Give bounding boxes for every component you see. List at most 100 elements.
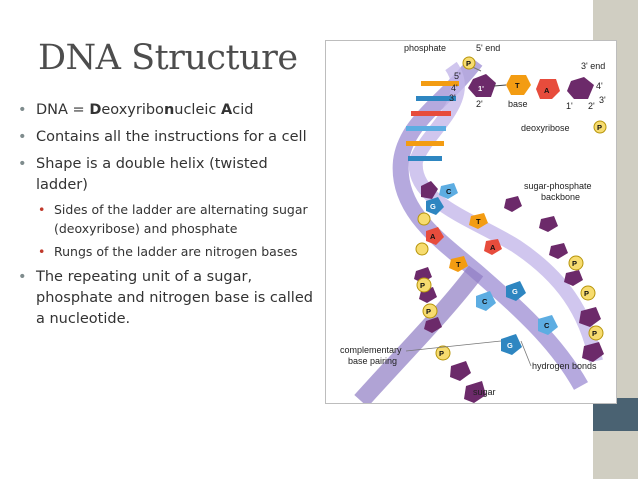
label-sugar-phosphate: sugar-phosphate xyxy=(524,181,592,191)
label-p-phosphate: P xyxy=(420,281,425,290)
bullet-shape: Shape is a double helix (twisted ladder) xyxy=(18,154,318,196)
leader-line xyxy=(520,340,532,367)
phosphate xyxy=(435,345,451,361)
base-adenine xyxy=(536,79,560,99)
label-t-3: T xyxy=(456,260,461,269)
label-3-prime: 3' xyxy=(449,93,456,103)
label-4-prime-right: 4' xyxy=(596,81,603,91)
label-2-prime: 2' xyxy=(476,99,483,109)
label-3-prime-right: 3' xyxy=(599,95,606,105)
label-5-end: 5' end xyxy=(476,43,500,53)
label-phosphate: phosphate xyxy=(404,43,446,53)
bullet-text: ucleic xyxy=(174,102,221,118)
base-guanine xyxy=(426,197,444,215)
bold-letter-d: D xyxy=(89,102,102,118)
sugar xyxy=(579,307,601,327)
rung xyxy=(406,126,446,131)
bullet-nucleotide: The repeating unit of a sugar, phosphate… xyxy=(18,267,318,330)
bullet-dna-definition: DNA = Deoxyribonucleic Acid xyxy=(18,100,318,121)
label-g: G xyxy=(430,202,436,211)
label-p-phosphate: P xyxy=(584,289,589,298)
label-backbone: backbone xyxy=(541,192,580,202)
rung xyxy=(411,111,451,116)
top-helix-rungs xyxy=(406,81,459,161)
phosphate xyxy=(416,277,432,293)
rung xyxy=(421,81,459,86)
dna-diagram: phosphate 5' end 3' end P 5' 4' 3' 1' 2'… xyxy=(325,40,617,404)
label-2-prime-right: 2' xyxy=(588,101,595,111)
sugar xyxy=(424,317,442,333)
phosphate xyxy=(580,285,596,301)
label-c-2: C xyxy=(482,297,488,306)
phosphate xyxy=(415,242,429,256)
base-guanine-2 xyxy=(506,281,526,301)
label-p: P xyxy=(466,59,471,68)
backbone-sugars xyxy=(414,196,604,403)
phosphate-circle-right xyxy=(593,120,607,134)
nucleotide-detail: phosphate 5' end 3' end P 5' 4' 3' 1' 2'… xyxy=(404,43,607,134)
label-5-prime: 5' xyxy=(454,71,461,81)
bullet-text: cid xyxy=(232,102,254,118)
bond-line xyxy=(493,84,507,87)
label-base-pairing: base pairing xyxy=(348,356,397,366)
label-t-2: T xyxy=(476,217,481,226)
base-thymine-3 xyxy=(449,256,468,272)
sugar-pentagon xyxy=(468,74,496,97)
base-cytosine-3 xyxy=(538,315,558,335)
sugar xyxy=(421,181,438,199)
backbone-strand-3 xyxy=(354,265,484,403)
dna-diagram-svg: phosphate 5' end 3' end P 5' 4' 3' 1' 2'… xyxy=(340,43,607,403)
label-3-end: 3' end xyxy=(581,61,605,71)
bold-letter-a: A xyxy=(221,102,233,118)
subbullet-sides: Sides of the ladder are alternating suga… xyxy=(18,200,318,238)
label-c: C xyxy=(446,187,452,196)
bullet-text: DNA = xyxy=(36,102,90,118)
phosphate-circle xyxy=(462,56,476,70)
phosphate xyxy=(588,325,604,341)
rung xyxy=(416,96,456,101)
sugar xyxy=(549,243,568,259)
label-p-right: P xyxy=(597,123,602,132)
label-t: T xyxy=(515,81,520,90)
middle-bases: C G T A A T C G C G xyxy=(421,181,558,355)
label-g-2: G xyxy=(512,287,518,296)
base-cytosine-2 xyxy=(476,291,496,311)
label-a-2: A xyxy=(430,232,436,241)
bold-letter-n: n xyxy=(163,102,175,118)
sugar xyxy=(504,196,522,212)
phosphate xyxy=(422,303,438,319)
label-g-3: G xyxy=(507,341,513,350)
label-4-prime: 4' xyxy=(451,83,458,93)
label-base: base xyxy=(508,99,528,109)
base-thymine-2 xyxy=(469,213,488,229)
label-a-3: A xyxy=(490,243,496,252)
phosphate xyxy=(417,212,431,226)
sugar xyxy=(450,361,471,381)
rung xyxy=(408,156,442,161)
bullet-text: eoxyribo xyxy=(101,102,164,118)
label-deoxyribose: deoxyribose xyxy=(521,123,570,133)
label-complementary: complementary xyxy=(340,345,402,355)
backbone-phosphates: P P P P P P xyxy=(415,212,604,361)
rung xyxy=(406,141,444,146)
leader-line xyxy=(405,340,502,352)
slide-title: DNA Structure xyxy=(38,38,298,78)
backbone-strand-2 xyxy=(408,61,603,363)
base-cytosine xyxy=(439,183,458,199)
base-adenine-3 xyxy=(484,239,502,255)
label-c-3: C xyxy=(544,321,550,330)
sugar xyxy=(582,342,604,362)
phosphate xyxy=(568,255,584,271)
label-sugar: sugar xyxy=(473,387,496,397)
label-a: A xyxy=(544,86,550,95)
label-p-phosphate: P xyxy=(572,259,577,268)
subbullet-rungs: Rungs of the ladder are nitrogen bases xyxy=(18,242,318,261)
label-1-prime: 1' xyxy=(478,84,484,93)
bullet-list: DNA = Deoxyribonucleic Acid Contains all… xyxy=(18,100,318,336)
sugar xyxy=(464,381,486,403)
base-adenine-2 xyxy=(426,227,444,245)
label-1-prime-right: 1' xyxy=(566,101,573,111)
label-hydrogen-bonds: hydrogen bonds xyxy=(532,361,597,371)
sugar-pentagon-right xyxy=(567,77,594,99)
